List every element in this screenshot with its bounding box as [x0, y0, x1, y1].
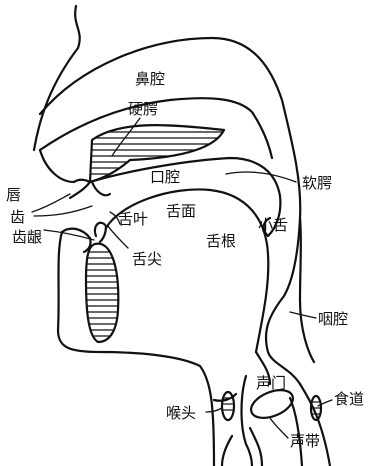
upper-teeth [92, 182, 110, 195]
label-vocal-cords: 声带 [290, 432, 320, 450]
label-alveolar-ridge: 齿龈 [12, 228, 42, 246]
label-tongue-root: 舌根 [206, 232, 236, 250]
label-tongue-surface: 舌面 [166, 202, 196, 220]
label-oral-cavity: 口腔 [150, 168, 180, 186]
pharynx-wall [300, 218, 314, 362]
leader-vocal-cords [270, 418, 288, 438]
label-tongue-blade: 舌叶 [118, 210, 148, 228]
label-hard-palate: 硬腭 [128, 100, 158, 118]
label-soft-palate: 软腭 [302, 174, 332, 192]
larynx-wall [242, 376, 253, 466]
label-teeth: 齿 [10, 208, 25, 226]
larynx-cartilage [222, 392, 234, 420]
label-uvula: 小舌 [258, 216, 288, 234]
lower-lip [62, 229, 91, 252]
leader-soft-palate [226, 172, 296, 182]
lower-teeth [95, 223, 106, 242]
leader-tongue-tip [108, 226, 128, 248]
label-pharynx: 咽腔 [318, 310, 348, 328]
head-outline [34, 6, 80, 150]
label-esophagus: 食道 [334, 390, 364, 408]
leader-larynx [206, 408, 222, 412]
leader-lips [32, 194, 70, 212]
trachea-ring-2 [222, 436, 232, 466]
leader-pharynx [290, 312, 316, 318]
label-glottis: 声门 [256, 374, 286, 392]
upper-lip [40, 150, 90, 198]
label-larynx: 喉头 [166, 404, 196, 422]
label-nasal-cavity: 鼻腔 [135, 70, 165, 88]
label-tongue-tip: 舌尖 [132, 250, 162, 268]
label-lips: 唇 [6, 186, 21, 204]
lower-jaw-hatching [80, 252, 124, 336]
